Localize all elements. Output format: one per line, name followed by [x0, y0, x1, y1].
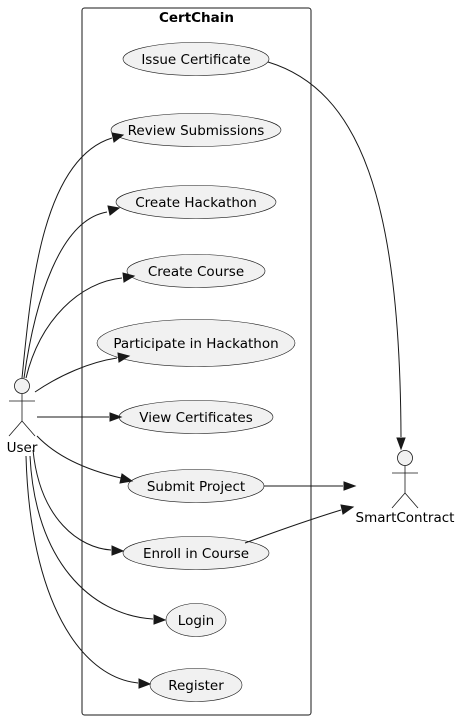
- edge-user-create-course: [25, 277, 123, 379]
- edge-user-participate-hackathon: [34, 357, 118, 393]
- edge-user-enroll-course: [32, 449, 112, 551]
- edge-user-register: [25, 455, 139, 684]
- use-case-label: Create Course: [148, 264, 244, 280]
- arrowhead: [122, 272, 136, 283]
- arrowhead: [109, 412, 123, 422]
- use-case-create-course[interactable]: Create Course: [126, 254, 266, 288]
- actor-user[interactable]: User: [7, 378, 38, 457]
- arrowhead: [153, 614, 167, 625]
- arrowhead: [396, 437, 406, 451]
- actor-leg-left: [8, 420, 23, 437]
- use-case-create-hackathon[interactable]: Create Hackathon: [115, 185, 277, 219]
- actor-smart-contract-label: SmartContract: [356, 510, 455, 526]
- use-case-label: Login: [178, 613, 214, 629]
- use-case-register[interactable]: Register: [149, 668, 243, 702]
- arrowhead: [111, 545, 125, 556]
- actor-leg-right: [404, 492, 419, 509]
- arrowhead: [138, 678, 152, 689]
- edge-user-create-hackathon: [23, 211, 108, 379]
- use-case-label: Submit Project: [147, 479, 245, 495]
- association-edges: [21, 61, 406, 689]
- use-case-label: Participate in Hackathon: [113, 336, 278, 352]
- actor-smart-contract[interactable]: SmartContract: [356, 450, 455, 527]
- system-boundary-title: CertChain: [159, 10, 234, 26]
- arrowhead: [119, 473, 134, 484]
- arrowhead: [343, 481, 357, 491]
- arrowhead: [117, 352, 131, 363]
- use-case-issue-certificate[interactable]: Issue Certificate: [122, 42, 270, 76]
- use-case-submit-project[interactable]: Submit Project: [127, 469, 265, 503]
- use-case-view-certificates[interactable]: View Certificates: [118, 400, 274, 434]
- arrowhead: [340, 504, 355, 515]
- use-case-login[interactable]: Login: [165, 603, 227, 637]
- arrowhead: [107, 205, 121, 216]
- use-case-label: Create Hackathon: [135, 195, 257, 211]
- use-case-label: View Certificates: [139, 410, 252, 426]
- use-case-review-submissions[interactable]: Review Submissions: [110, 113, 282, 147]
- use-case-label: Review Submissions: [128, 123, 265, 139]
- edge-user-login: [29, 455, 154, 620]
- use-case-enroll-in-course[interactable]: Enroll in Course: [122, 536, 270, 570]
- actor-head: [397, 450, 413, 466]
- actor-user-label: User: [7, 440, 38, 456]
- actor-head: [14, 378, 30, 394]
- arrowhead: [111, 132, 125, 143]
- use-case-label: Register: [168, 678, 224, 694]
- edge-enroll-course-smart-contract: [244, 509, 342, 544]
- use-case-participate-in-hackathon[interactable]: Participate in Hackathon: [96, 319, 296, 367]
- edge-user-submit-project: [36, 435, 122, 479]
- edge-user-review-submissions: [21, 137, 113, 379]
- actor-leg-left: [391, 492, 406, 509]
- edge-issue-certificate-smart-contract: [267, 61, 402, 438]
- use-case-label: Enroll in Course: [143, 546, 249, 562]
- actor-leg-right: [21, 420, 36, 437]
- use-case-label: Issue Certificate: [141, 52, 250, 68]
